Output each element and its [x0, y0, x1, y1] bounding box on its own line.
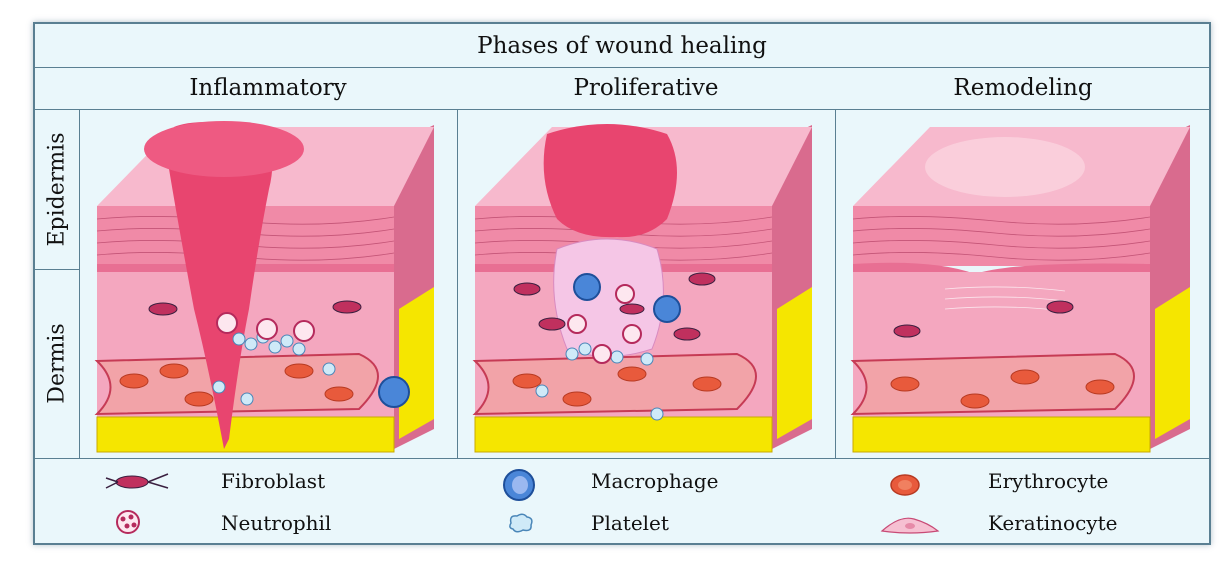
layer-label-dermis: Dermis: [35, 269, 79, 458]
keratinocyte-icon: [880, 513, 940, 541]
legend-label-neutrophil: Neutrophil: [221, 511, 331, 535]
diagram-title: Phases of wound healing: [35, 24, 1209, 68]
legend-label-macrophage: Macrophage: [591, 469, 718, 493]
layer-label-epidermis: Epidermis: [35, 109, 79, 269]
legend-label-erythrocyte: Erythrocyte: [988, 469, 1108, 493]
fibroblast-icon: [102, 470, 172, 498]
platelet-icon: [507, 511, 535, 539]
remodeling-skin-illustration: [835, 109, 1211, 458]
phase-label-remodeling: Remodeling: [835, 67, 1211, 109]
legend-label-platelet: Platelet: [591, 511, 669, 535]
erythrocyte-icon: [888, 471, 922, 503]
macrophage-icon: [500, 467, 538, 507]
diagram-frame: Phases of wound healing Inflammatory Pro…: [33, 22, 1211, 545]
legend: Fibroblast Neutrophil Macrophage Platele…: [35, 458, 1209, 546]
inflammatory-skin-illustration: [79, 109, 457, 458]
phase-header-row: Inflammatory Proliferative Remodeling: [35, 67, 1209, 110]
phase-label-inflammatory: Inflammatory: [79, 67, 457, 109]
legend-label-fibroblast: Fibroblast: [221, 469, 325, 493]
layer-label-column: Epidermis Dermis: [35, 109, 80, 458]
phase-label-proliferative: Proliferative: [457, 67, 835, 109]
neutrophil-icon: [113, 507, 143, 541]
legend-label-keratinocyte: Keratinocyte: [988, 511, 1117, 535]
proliferative-skin-illustration: [457, 109, 835, 458]
